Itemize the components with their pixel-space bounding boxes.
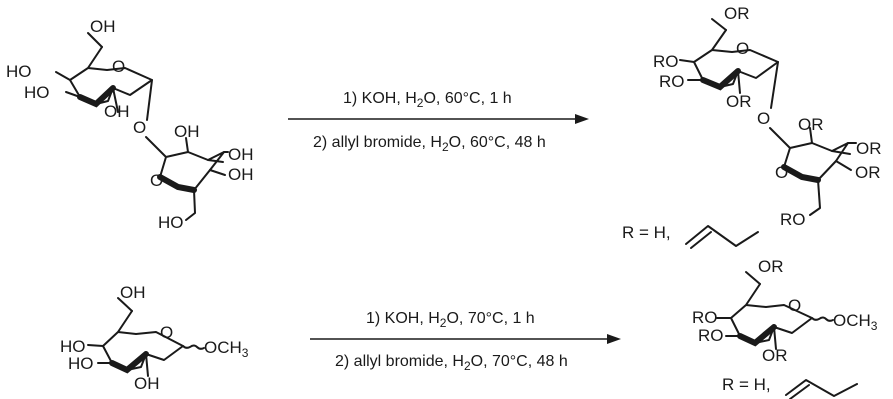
oh-label: OH — [104, 102, 130, 121]
ring-oxygen-label: O — [160, 323, 173, 342]
ring-oxygen-label: O — [150, 171, 163, 190]
ho-label: HO — [158, 213, 184, 232]
trehalose-upper-ring — [55, 32, 153, 121]
allyl-trehalose-lower-ring — [769, 127, 857, 216]
or-label: OR — [724, 4, 750, 23]
or-label: OR — [855, 163, 881, 182]
reaction-2-step-1: 1) KOH, H2O, 70°C, 1 h — [366, 310, 535, 330]
reaction-2-step-2: 2) allyl bromide, H2O, 70°C, 48 h — [335, 353, 568, 373]
glycosidic-oxygen-label: O — [133, 118, 146, 137]
trehalose-molecule: OH HO HO OH O O OH OH OH O HO — [6, 17, 254, 232]
ho-label: HO — [68, 354, 94, 373]
ring-oxygen-label: O — [775, 163, 788, 182]
allyl-group-structure — [685, 225, 759, 249]
oh-label: OH — [120, 283, 146, 302]
or-label: OR — [856, 139, 882, 158]
r-group-definition: R = H, — [722, 375, 771, 394]
ro-label: RO — [659, 72, 685, 91]
ho-label: HO — [60, 337, 86, 356]
trehalose-lower-ring — [145, 136, 229, 221]
oh-label: OH — [228, 165, 254, 184]
or-label: OR — [758, 257, 784, 276]
ring-oxygen-label: O — [788, 296, 801, 315]
ro-label: RO — [653, 52, 679, 71]
ho-label: HO — [24, 83, 50, 102]
ring-oxygen-label: O — [736, 39, 749, 58]
ring-oxygen-label: O — [112, 57, 125, 76]
reaction-1-step-2: 2) allyl bromide, H2O, 60°C, 48 h — [313, 134, 546, 154]
methyl-glucoside-molecule: OH HO HO OH O OCH3 — [60, 283, 249, 393]
or-label: OR — [762, 346, 788, 365]
reaction-arrow-1 — [288, 114, 589, 124]
oh-label: OH — [228, 145, 254, 164]
allyl-trehalose-molecule: OR RO RO OR O O OR OR OR O RO — [653, 4, 882, 229]
reaction-1-step-1: 1) KOH, H2O, 60°C, 1 h — [343, 90, 512, 110]
ro-label: RO — [692, 308, 718, 327]
or-label: OR — [798, 115, 824, 134]
oh-label: OH — [174, 122, 200, 141]
allyl-trehalose-upper-ring — [679, 18, 779, 109]
methyl-glucoside-ring — [87, 297, 205, 377]
allyl-methyl-glucoside-molecule: OR RO RO OR O OCH3 — [692, 257, 878, 365]
ho-label: HO — [6, 62, 32, 81]
allyl-group-structure — [785, 379, 858, 399]
oh-label: OH — [90, 17, 116, 36]
r-group-definition: R = H, — [622, 223, 671, 242]
glycosidic-oxygen-label: O — [757, 109, 770, 128]
ro-label: RO — [698, 326, 724, 345]
allyl-methyl-glucoside-ring — [716, 271, 834, 350]
methoxy-label: OCH3 — [833, 311, 878, 333]
methoxy-label: OCH3 — [204, 338, 249, 360]
or-label: OR — [726, 92, 752, 111]
ro-label: RO — [780, 210, 806, 229]
reaction-arrow-2 — [310, 334, 621, 344]
oh-label: OH — [134, 374, 160, 393]
